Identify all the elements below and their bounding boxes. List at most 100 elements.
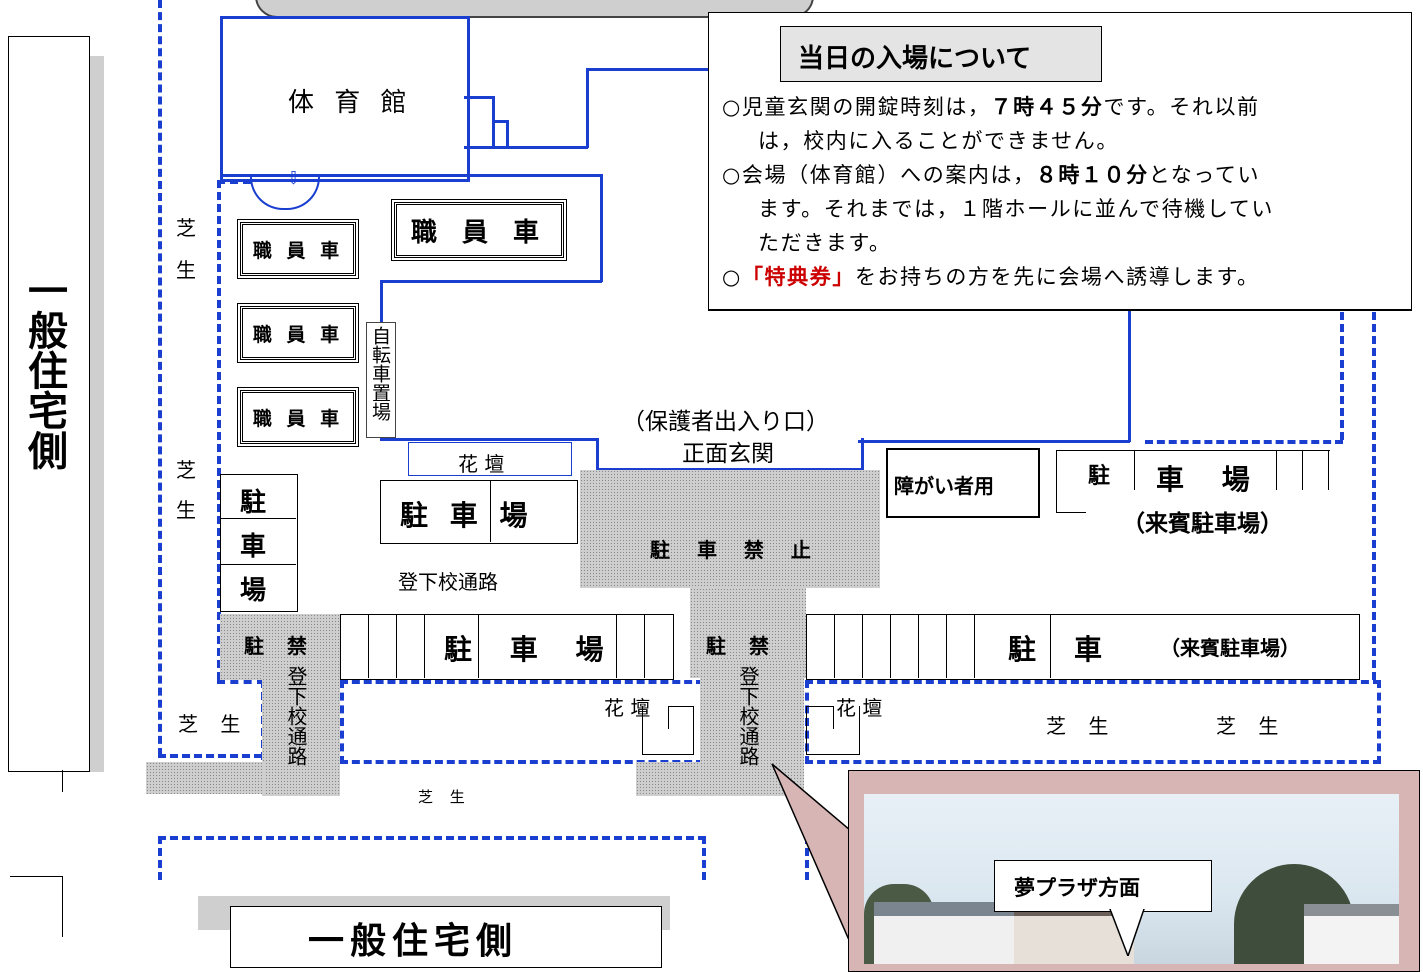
gp-s4 xyxy=(1302,450,1303,490)
parking-left-char-3: 場 xyxy=(240,576,267,606)
staff-car-1: 職 員 車 xyxy=(237,219,359,279)
stall-l4 xyxy=(478,614,479,678)
right-inner-boundary xyxy=(1340,300,1344,440)
right-boundary xyxy=(1372,300,1376,680)
gp-s1 xyxy=(1056,450,1057,512)
no-parking-label: 駐 車 禁 止 xyxy=(650,538,821,562)
staff-car-2: 職 員 車 xyxy=(237,303,359,363)
lawn-label-bottom-center: 芝 生 xyxy=(418,788,471,806)
stall-r4 xyxy=(918,614,919,678)
bottom-residential-text: 一般住宅側 xyxy=(308,921,519,962)
staff-car-large: 職 員 車 xyxy=(391,199,567,261)
disabled-parking xyxy=(886,448,1040,518)
gym-building xyxy=(220,16,470,182)
photo-caption-pointer xyxy=(1109,909,1145,956)
parking-left-char-1: 駐 xyxy=(240,488,267,518)
parking-lower-right xyxy=(806,614,1360,680)
lawn-label-1a: 芝 xyxy=(176,216,196,240)
left-corner-bracket xyxy=(10,876,63,937)
school-route-vertical-left: 登下校通路 xyxy=(284,666,308,766)
flower-bed-right-box xyxy=(806,706,860,755)
lawn-label-right-2: 芝 生 xyxy=(1216,714,1287,738)
right-inner-boundary-bottom xyxy=(1145,440,1343,444)
bottom-lawn-left xyxy=(146,762,264,794)
guardian-entrance-label: （保護者出入り口） xyxy=(622,409,829,435)
stall-l3 xyxy=(424,614,425,678)
parking-left-divider-2 xyxy=(220,564,296,565)
lawn-label-2a: 芝 xyxy=(176,458,196,482)
parking-lower-left xyxy=(340,614,674,680)
bike-parking-label: 自転車置場 xyxy=(369,326,391,421)
school-route-left-strip xyxy=(262,660,340,796)
gym-entrance-arrow-icon: ⇩ xyxy=(286,168,302,189)
gp-s2 xyxy=(1134,450,1135,490)
gym-entrance-arc xyxy=(250,176,320,210)
photo-house-right xyxy=(1304,904,1399,964)
school-outline-east xyxy=(600,174,603,282)
school-outline-mid xyxy=(380,280,602,283)
lawn-label-2b: 生 xyxy=(176,498,196,522)
flower-bed-center-box xyxy=(642,706,694,755)
stall-r2 xyxy=(862,614,863,678)
guest-parking-top-a: 駐 xyxy=(1088,464,1111,489)
guest-parking-top xyxy=(1056,450,1330,491)
outer-boundary-left xyxy=(158,0,162,756)
photo-caption: 夢プラザ方面 xyxy=(1014,876,1140,900)
notice-line-4: ます。それまでは，１階ホールに並んで待機してい xyxy=(758,197,1275,221)
gym-annex xyxy=(464,96,495,149)
lawn-box-right xyxy=(805,680,1381,764)
corridor-bottom xyxy=(464,146,588,149)
corridor-right xyxy=(586,68,589,148)
stall-l5 xyxy=(616,614,617,678)
notice-body: ○児童玄関の開錠時刻は，７時４５分です。それ以前 は，校内に入ることができません… xyxy=(722,90,1402,294)
notice-title-box xyxy=(780,26,1102,82)
parking-small-label: 駐 車 場 xyxy=(400,499,534,532)
school-route-label: 登下校通路 xyxy=(398,570,498,594)
stall-l6 xyxy=(644,614,645,678)
gym-label: 体 育 館 xyxy=(288,88,413,118)
stall-l2 xyxy=(396,614,397,678)
school-route-vertical-center: 登下校通路 xyxy=(736,666,760,766)
stall-r6 xyxy=(974,614,975,678)
guest-parking-lower-b: 車 xyxy=(1074,633,1103,666)
notice-line-1: ○児童玄関の開錠時刻は，７時４５分です。それ以前 xyxy=(722,95,1260,119)
flower-bed-top xyxy=(408,442,572,476)
photo-caption-box xyxy=(994,860,1212,912)
stall-r7 xyxy=(1050,614,1051,678)
gym-annex-step xyxy=(492,120,509,149)
bottom-boundary xyxy=(158,836,706,880)
parking-left-vertical xyxy=(220,474,298,612)
parking-small-div-1 xyxy=(490,480,491,542)
corridor-top xyxy=(586,68,716,71)
guest-parking-top-b: 車 場 xyxy=(1156,463,1264,496)
school-route-center-strip xyxy=(700,660,804,796)
no-parking-short-left: 駐 禁 xyxy=(244,634,315,658)
notice-title: 当日の入場について xyxy=(798,44,1032,74)
flower-bed-right-box-top xyxy=(806,706,834,729)
gp-s1-foot xyxy=(1056,512,1086,513)
photo-house-left xyxy=(874,902,1024,964)
entrance-recess xyxy=(596,438,864,471)
guest-parking-lower-a: 駐 xyxy=(1008,633,1037,666)
lawn-label-bottom-left: 芝 生 xyxy=(178,712,249,736)
flower-bed-center-box-top xyxy=(668,706,694,729)
notice-line-3: ○会場（体育館）への案内は，８時１０分となってい xyxy=(722,163,1261,187)
staff-car-3: 職 員 車 xyxy=(237,387,359,447)
notice-line-2: は，校内に入ることができません。 xyxy=(758,129,1119,153)
lawn-label-right-1: 芝 生 xyxy=(1046,714,1117,738)
stall-r5 xyxy=(946,614,947,678)
parking-lower-left-label: 駐 車 場 xyxy=(444,633,618,666)
stall-l1 xyxy=(368,614,369,678)
left-tick xyxy=(62,770,63,792)
disabled-parking-label: 障がい者用 xyxy=(894,474,994,498)
school-outline-top xyxy=(220,174,602,177)
parking-small xyxy=(380,480,578,544)
outer-boundary-bottom-left xyxy=(158,754,262,758)
parking-left-char-2: 車 xyxy=(240,532,267,562)
lawn-label-1b: 生 xyxy=(176,258,196,282)
school-outline-right-wall xyxy=(1128,300,1131,442)
no-parking-area xyxy=(580,470,880,588)
parking-left-divider-1 xyxy=(220,518,296,519)
bike-parking xyxy=(366,322,396,438)
guest-parking-top-label: （来賓駐車場） xyxy=(1122,511,1283,537)
